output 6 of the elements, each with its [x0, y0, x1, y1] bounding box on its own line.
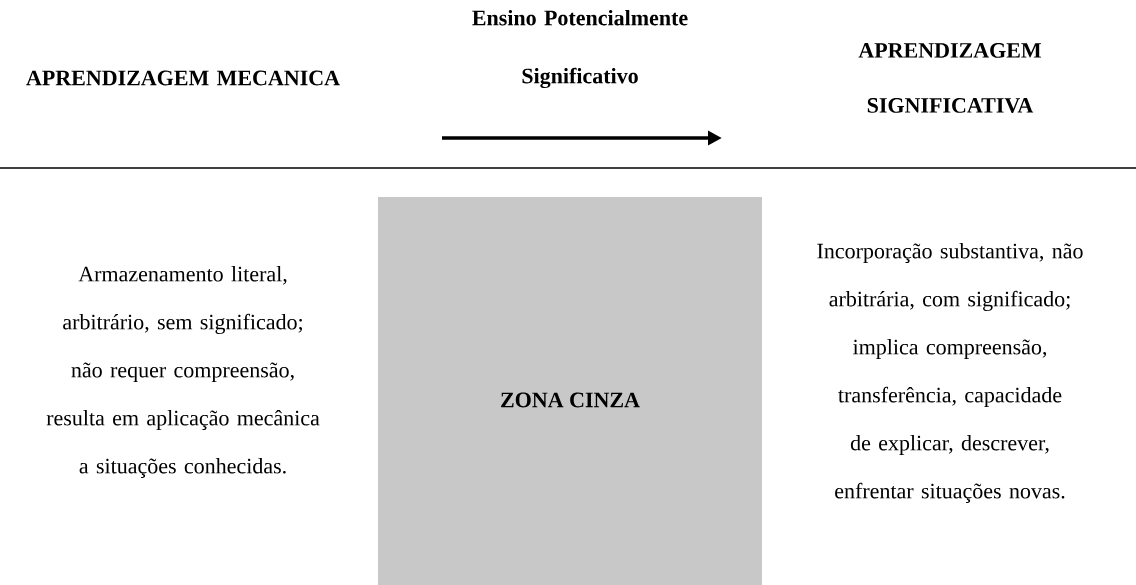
column-heading: APRENDIZAGEM SIGNIFICATIVA [858, 43, 1042, 113]
shaded-zone: ZONA CINZA [378, 197, 762, 585]
description-text: Incorporação substantiva, não arbitrária, com significado; implica compreensão, transferência, capacidade de explicar, descrever, enfrentar situações novas. [817, 243, 1083, 503]
description-text: Armazenamento literal, arbitrário, sem significado; não requer compreensão, resulta em aplicação mecânica a situações conhecidas. [46, 266, 320, 478]
column-heading: APRENDIZAGEM MECANICA [26, 70, 340, 86]
arrow-label: Ensino Potencialmente Significativo [472, 9, 688, 89]
